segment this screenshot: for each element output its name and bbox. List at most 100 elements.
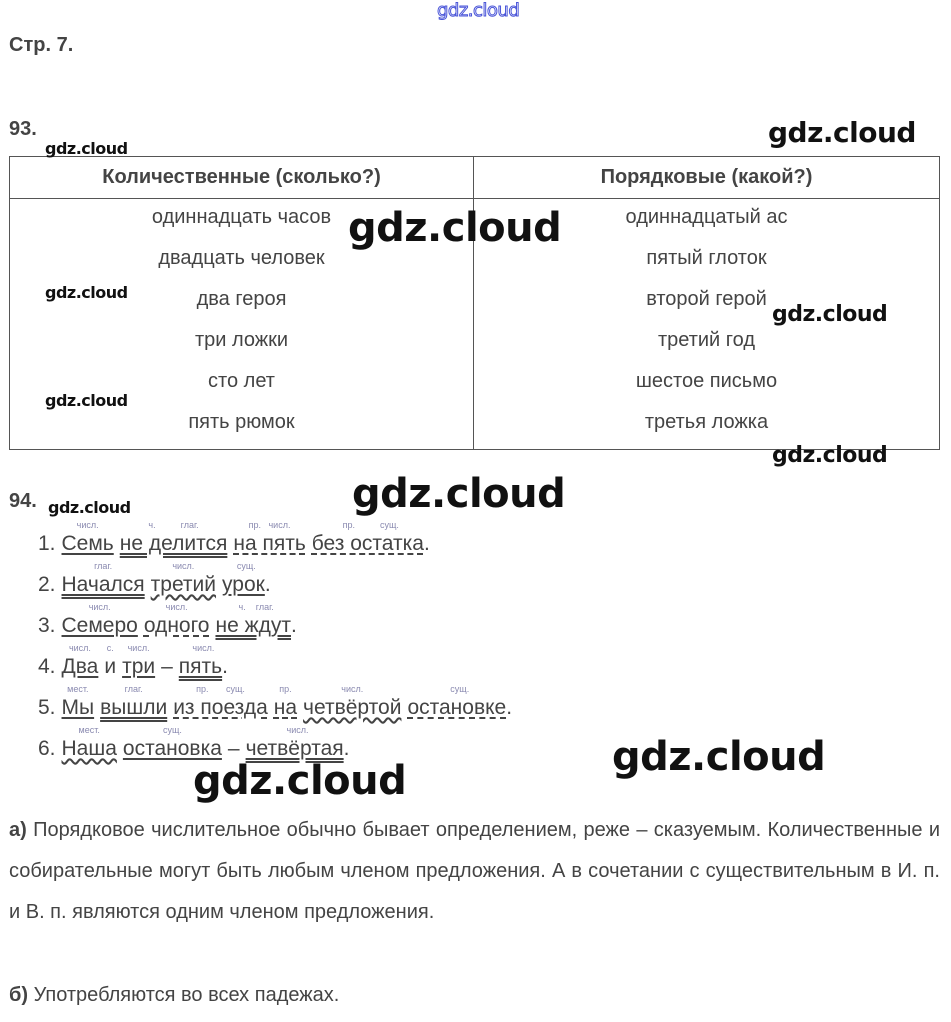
- word-text: четвёртая: [245, 737, 344, 760]
- exercise-94-number: 94.: [9, 490, 37, 512]
- sentence-word: Семеро числ.: [61, 602, 138, 638]
- word-text: из поезда: [173, 696, 268, 719]
- word-text: Наша: [61, 737, 117, 760]
- cardinal-item: два героя: [196, 288, 287, 310]
- answer-b-text: Употребляются во всех падежах.: [33, 984, 340, 1006]
- word-text: Два: [61, 655, 99, 678]
- sentence-word: остановке сущ..: [407, 684, 513, 720]
- part-of-speech-label: глаг.: [124, 684, 143, 694]
- watermark: gdz.cloud: [45, 283, 128, 302]
- word-text: третий: [150, 573, 217, 596]
- part-of-speech-label: числ.: [341, 684, 364, 694]
- cardinal-item: двадцать человек: [158, 247, 325, 269]
- sentence-number: 5.: [38, 696, 56, 719]
- sentence-word: –: [228, 737, 240, 761]
- word-text: –: [227, 737, 240, 760]
- cardinal-item: одиннадцать часов: [151, 206, 332, 228]
- ordinal-column: одиннадцатый ас пятый глоток второй геро…: [473, 198, 940, 450]
- watermark: gdz.cloud: [193, 758, 407, 804]
- sentence-word: остановка сущ.: [122, 725, 222, 761]
- sentence-number: 2.: [38, 573, 56, 596]
- part-of-speech-label: числ.: [127, 643, 150, 653]
- word-text: остановке: [407, 696, 507, 719]
- part-of-speech-label: числ.: [88, 602, 111, 612]
- ordinal-item: второй герой: [646, 288, 767, 310]
- watermark: gdz.cloud: [352, 471, 566, 517]
- header-cardinal: Количественные (сколько?): [9, 156, 474, 199]
- sentence-word: вышли глаг.: [100, 684, 168, 720]
- sentence-end: .: [506, 696, 513, 719]
- ordinal-item: третий год: [657, 329, 755, 351]
- word-text: остановка: [122, 737, 222, 760]
- watermark: gdz.cloud: [772, 443, 888, 468]
- cardinal-item: три ложки: [194, 329, 289, 351]
- word-text: Начался: [61, 573, 145, 596]
- sentence-end: .: [423, 532, 430, 555]
- part-of-speech-label: числ.: [68, 643, 91, 653]
- watermark: gdz.cloud: [772, 302, 888, 327]
- sentence-end: .: [343, 737, 350, 760]
- answer-b: б) Употребляются во всех падежах.: [9, 975, 940, 1016]
- sentence-number: 1.: [38, 532, 56, 555]
- word-text: пять: [178, 655, 223, 678]
- ordinal-item: третья ложка: [644, 411, 769, 433]
- part-of-speech-label: числ.: [192, 643, 215, 653]
- answer-a-text: Порядковое числительное обычно бывает оп…: [9, 819, 941, 923]
- word-text: не ждут: [215, 614, 291, 637]
- part-of-speech-label: пр. сущ.: [196, 684, 245, 694]
- watermark: gdz.cloud: [768, 116, 916, 149]
- sentence-word: –: [161, 655, 173, 679]
- sentence-end: .: [222, 655, 228, 678]
- word-text: Семеро: [61, 614, 138, 637]
- word-text: одного: [143, 614, 210, 637]
- sentence-word: на пр.: [273, 684, 298, 720]
- part-of-speech-label: мест.: [67, 684, 89, 694]
- part-of-speech-label: пр.: [279, 684, 292, 694]
- part-of-speech-label: числ.: [172, 561, 195, 571]
- watermark: gdz.cloud: [436, 0, 520, 22]
- sentence-word: Начался глаг.: [61, 561, 145, 597]
- sentence-word: из поезда пр. сущ.: [173, 684, 268, 720]
- watermark: gdz.cloud: [348, 205, 562, 251]
- sentence-end: .: [264, 573, 271, 596]
- part-of-speech-label: глаг.: [94, 561, 113, 571]
- part-of-speech-label: сущ.: [450, 684, 470, 694]
- ordinal-item: пятый глоток: [646, 247, 767, 269]
- sentence-word: четвёртая числ..: [245, 725, 350, 761]
- part-of-speech-label: сущ.: [162, 725, 182, 735]
- answer-a-label: а): [9, 819, 27, 841]
- numerals-table: Количественные (сколько?) Порядковые (ка…: [9, 156, 940, 450]
- answer-a: а) Порядковое числительное обычно бывает…: [9, 810, 940, 933]
- word-text: Семь: [61, 532, 114, 555]
- sentence-number: 4.: [38, 655, 56, 678]
- word-text: на: [273, 696, 298, 719]
- sentence-number: 3.: [38, 614, 56, 637]
- word-text: на пять: [233, 532, 306, 555]
- word-text: не делится: [119, 532, 228, 555]
- part-of-speech-label: ч. глаг.: [148, 520, 199, 530]
- sentence-word: Два числ.: [61, 643, 99, 679]
- part-of-speech-label: числ.: [286, 725, 309, 735]
- word-text: без остатка: [311, 532, 424, 555]
- part-of-speech-label: ч. глаг.: [238, 602, 274, 612]
- word-text: урок: [222, 573, 265, 596]
- word-text: вышли: [100, 696, 168, 719]
- exercise-93-number: 93.: [9, 118, 37, 140]
- watermark: gdz.cloud: [48, 498, 131, 517]
- sentence-word: не делится ч. глаг.: [119, 520, 228, 556]
- watermark: gdz.cloud: [45, 139, 128, 158]
